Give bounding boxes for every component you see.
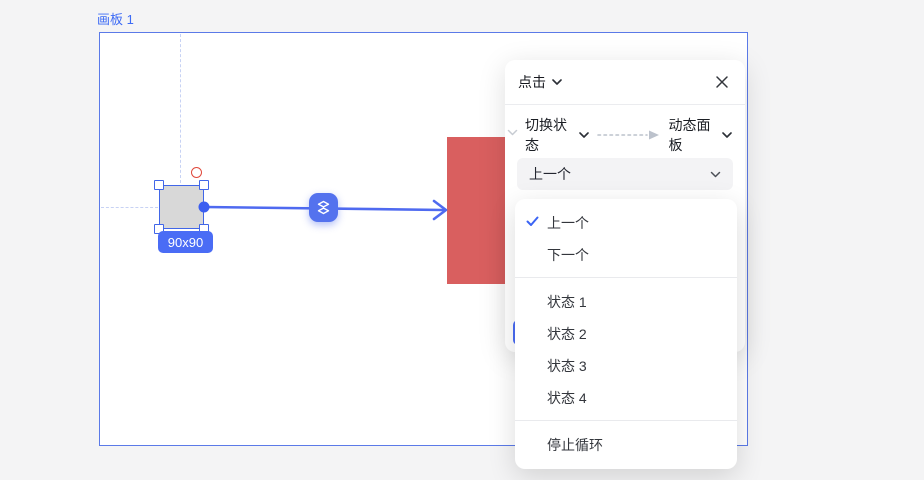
state-select[interactable]: 上一个	[517, 158, 733, 190]
trigger-dropdown[interactable]: 点击	[518, 72, 562, 92]
red-rectangle-shape[interactable]	[447, 137, 506, 284]
menu-item-previous[interactable]: 上一个	[515, 207, 737, 239]
target-dropdown[interactable]: 动态面板	[669, 115, 733, 155]
action-row: 切换状态 动态面板	[505, 117, 745, 153]
size-badge: 90x90	[158, 231, 213, 253]
menu-item-label: 上一个	[547, 215, 589, 231]
action-label: 切换状态	[525, 117, 567, 153]
state-select-value: 上一个	[529, 166, 571, 182]
dotted-arrow-icon	[596, 130, 661, 140]
collapse-chevron-icon[interactable]	[507, 129, 518, 136]
menu-item-stop-loop[interactable]: 停止循环	[515, 429, 737, 461]
menu-item-label: 停止循环	[547, 437, 603, 453]
menu-divider	[515, 277, 737, 278]
target-label: 动态面板	[668, 117, 711, 153]
menu-item-label: 下一个	[547, 247, 589, 263]
artboard-title[interactable]: 画板 1	[97, 12, 134, 27]
menu-item-state-3[interactable]: 状态 3	[515, 350, 737, 382]
hotspot-circle-icon[interactable]	[191, 167, 202, 178]
horizontal-guide-line	[101, 207, 158, 208]
chevron-down-icon	[722, 132, 732, 138]
menu-section-loop: 停止循环	[515, 421, 737, 469]
selection-handle-top-right[interactable]	[199, 180, 209, 190]
chevron-down-icon	[552, 79, 562, 85]
action-dropdown[interactable]: 切换状态	[525, 115, 589, 155]
chevron-down-icon	[710, 171, 721, 178]
menu-item-label: 状态 1	[547, 294, 587, 310]
vertical-guide-line	[180, 34, 181, 183]
interaction-panel-header: 点击	[505, 60, 745, 105]
close-icon[interactable]	[712, 72, 732, 92]
menu-divider	[515, 420, 737, 421]
chevron-down-icon	[578, 132, 589, 138]
state-switch-badge[interactable]	[309, 193, 338, 222]
menu-section-states: 状态 1 状态 2 状态 3 状态 4	[515, 278, 737, 420]
menu-item-next[interactable]: 下一个	[515, 239, 737, 271]
selection-handle-top-left[interactable]	[154, 180, 164, 190]
menu-item-label: 状态 3	[547, 358, 587, 374]
menu-section-navigation: 上一个 下一个	[515, 199, 737, 277]
menu-item-state-1[interactable]: 状态 1	[515, 286, 737, 318]
check-icon	[526, 216, 539, 227]
menu-item-state-4[interactable]: 状态 4	[515, 382, 737, 414]
menu-item-label: 状态 2	[547, 326, 587, 342]
menu-item-label: 状态 4	[547, 390, 587, 406]
state-switch-icon	[316, 200, 331, 215]
menu-item-state-2[interactable]: 状态 2	[515, 318, 737, 350]
trigger-label: 点击	[518, 74, 546, 90]
selected-square-shape[interactable]	[159, 185, 204, 229]
state-options-menu: 上一个 下一个 状态 1 状态 2 状态 3 状态 4 停止循环	[515, 199, 737, 469]
